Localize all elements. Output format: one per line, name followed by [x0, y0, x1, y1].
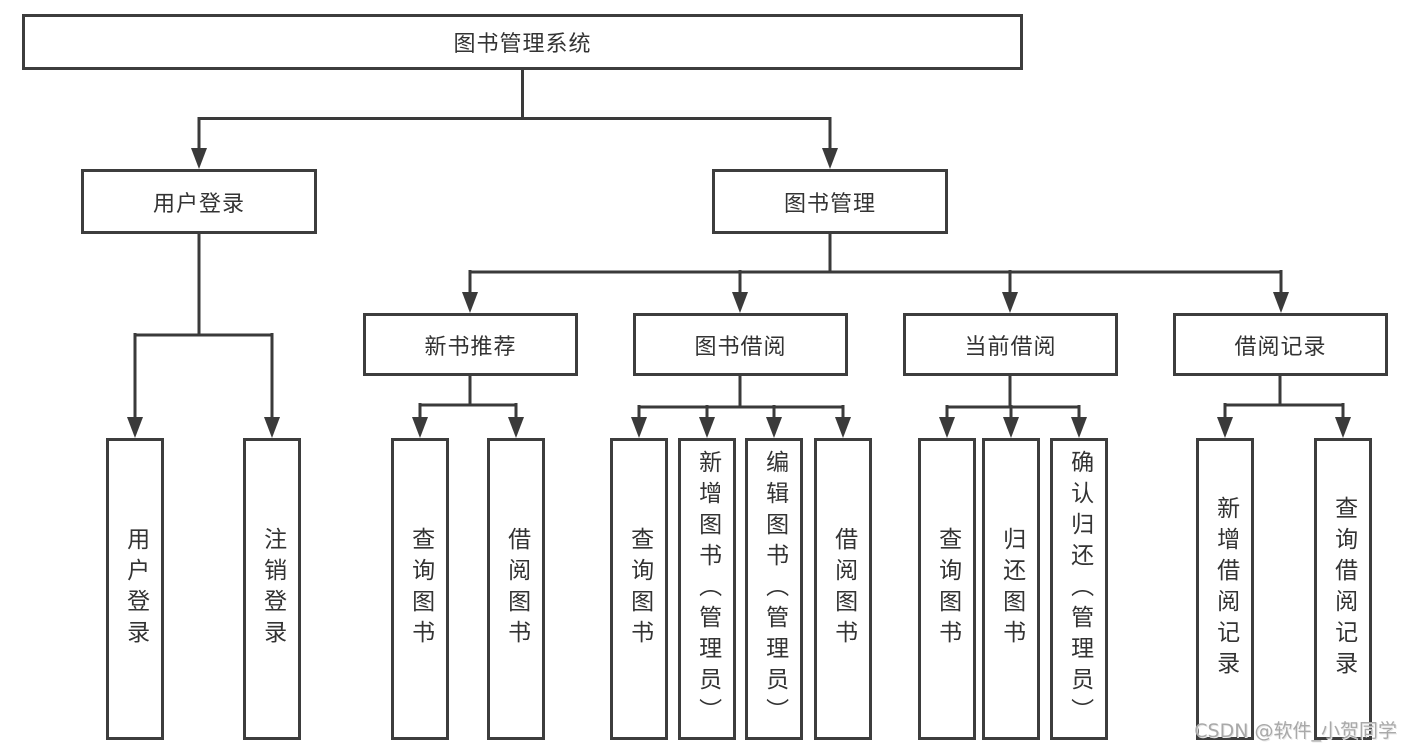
leaf-logout: 注销登录 [243, 438, 301, 740]
leaf-label: 查询借阅记录 [1330, 496, 1357, 682]
node-label: 图书管理系统 [453, 32, 592, 57]
leaf-return-books: 归还图书 [982, 438, 1040, 740]
leaf-add-books-admin: 新增图书（管理员） [678, 438, 736, 740]
leaf-label: 注销登录 [259, 527, 286, 651]
node-label: 用户登录 [152, 191, 245, 217]
node-label: 图书借阅 [694, 334, 787, 360]
node-new-book-recommend: 新书推荐 [363, 313, 578, 376]
leaf-label: 查询图书 [934, 527, 961, 651]
leaf-label: 确认归还（管理员） [1066, 449, 1093, 729]
node-library-system: 图书管理系统 [22, 14, 1023, 70]
csdn-watermark: CSDN @软件_小贺同学 [1194, 720, 1397, 742]
leaf-query-books-recommend: 查询图书 [391, 438, 449, 740]
leaf-query-books-current: 查询图书 [918, 438, 976, 740]
leaf-confirm-return-admin: 确认归还（管理员） [1050, 438, 1108, 740]
leaf-label: 归还图书 [998, 527, 1025, 651]
leaf-label: 新增图书（管理员） [694, 449, 721, 729]
node-user-login: 用户登录 [81, 169, 317, 234]
leaf-label: 查询图书 [407, 527, 434, 651]
leaf-label: 用户登录 [122, 527, 149, 651]
leaf-add-borrow-record: 新增借阅记录 [1196, 438, 1254, 740]
node-label: 新书推荐 [424, 334, 517, 360]
node-book-borrow: 图书借阅 [633, 313, 848, 376]
leaf-user-login: 用户登录 [106, 438, 164, 740]
leaf-borrow-books-recommend: 借阅图书 [487, 438, 545, 740]
leaf-label: 查询图书 [626, 527, 653, 651]
node-borrow-records: 借阅记录 [1173, 313, 1388, 376]
node-label: 图书管理 [783, 191, 876, 217]
leaf-label: 新增借阅记录 [1212, 496, 1239, 682]
leaf-borrow-books: 借阅图书 [814, 438, 872, 740]
node-label: 当前借阅 [964, 334, 1057, 360]
leaf-label: 编辑图书（管理员） [761, 449, 788, 729]
leaf-label: 借阅图书 [830, 527, 857, 651]
leaf-label: 借阅图书 [503, 527, 530, 651]
leaf-query-borrow-record: 查询借阅记录 [1314, 438, 1372, 740]
leaf-query-books-borrow: 查询图书 [610, 438, 668, 740]
node-current-borrow: 当前借阅 [903, 313, 1118, 376]
node-label: 借阅记录 [1234, 334, 1327, 360]
node-book-management: 图书管理 [712, 169, 948, 234]
leaf-edit-books-admin: 编辑图书（管理员） [745, 438, 803, 740]
